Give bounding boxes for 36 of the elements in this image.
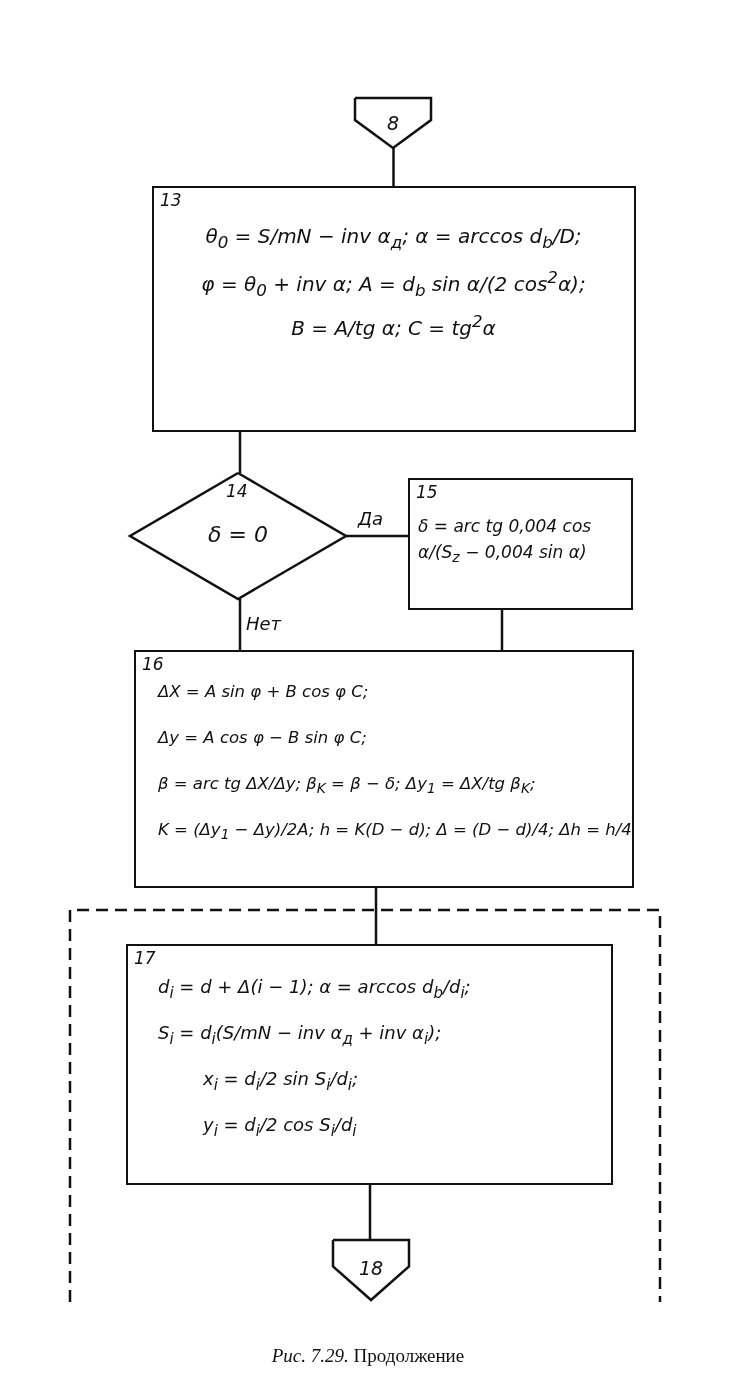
connector-line xyxy=(238,599,242,650)
process-box xyxy=(408,478,633,610)
connector-line xyxy=(346,534,408,538)
block-number: 16 xyxy=(142,654,164,674)
formula: ΔX = A sin φ + B cos φ C; xyxy=(158,682,369,702)
connector-line xyxy=(500,610,504,650)
formula: x$_{i}$ = d$_{i}$/2 sin S$_{i}$/d$_{i}$; xyxy=(203,1068,359,1094)
formula: K = (Δy$_{1}$ − Δy)/2A; h = K(D − d); Δ = (D − d)/4; Δh = h/4 xyxy=(158,820,632,843)
block-number: 18 xyxy=(357,1256,385,1279)
formula: d$_{i}$ = d + Δ(i − 1); α = arccos d$_{b}$/d$_{i}$; xyxy=(158,976,471,1002)
formula: θ$_{0}$ = S/mN − inv α$_{д}$; α = arccos d$_{b}$/D; xyxy=(204,224,583,253)
connector-line xyxy=(238,432,242,473)
block-number: 13 xyxy=(160,190,182,210)
connector-line xyxy=(374,888,378,944)
formula: δ = arc tg 0,004 cos α/(S$_{z}$ − 0,004 sin α) xyxy=(418,515,593,567)
figure-caption: Рис. 7.29. Продолжение xyxy=(270,1345,466,1367)
process-box xyxy=(134,650,634,888)
formula: β = arc tg ΔX/Δy; β$_{K}$ = β − δ; Δy$_{1}$ = ΔX/tg β$_{K}$; xyxy=(158,774,536,797)
formula: δ = 0 xyxy=(207,522,269,549)
block-number: 14 xyxy=(226,481,248,501)
loop-frame xyxy=(70,910,660,1302)
connector-pentagon xyxy=(333,1240,409,1300)
process-box xyxy=(152,186,636,432)
connector-line xyxy=(368,1185,372,1240)
block-number: 17 xyxy=(134,948,156,968)
block-number: 15 xyxy=(416,482,438,502)
formula: B = A/tg α; C = tg$^{2}$α xyxy=(290,312,497,340)
process-box xyxy=(126,944,613,1185)
formula: φ = θ$_{0}$ + inv α; A = d$_{b}$ sin α/(2 cos$^{2}$α); xyxy=(200,268,587,301)
connector-pentagon xyxy=(355,98,431,148)
connector-line xyxy=(392,148,395,186)
block-number: 8 xyxy=(385,112,401,134)
formula: S$_{i}$ = d$_{i}$(S/mN − inv α$_{д}$ + inv α$_{i}$); xyxy=(158,1022,442,1048)
formula: Δy = A cos φ − B sin φ C; xyxy=(158,728,367,748)
formula: y$_{i}$ = d$_{i}$/2 cos S$_{i}$/d$_{i}$ xyxy=(203,1114,357,1140)
decision-diamond xyxy=(130,473,346,599)
